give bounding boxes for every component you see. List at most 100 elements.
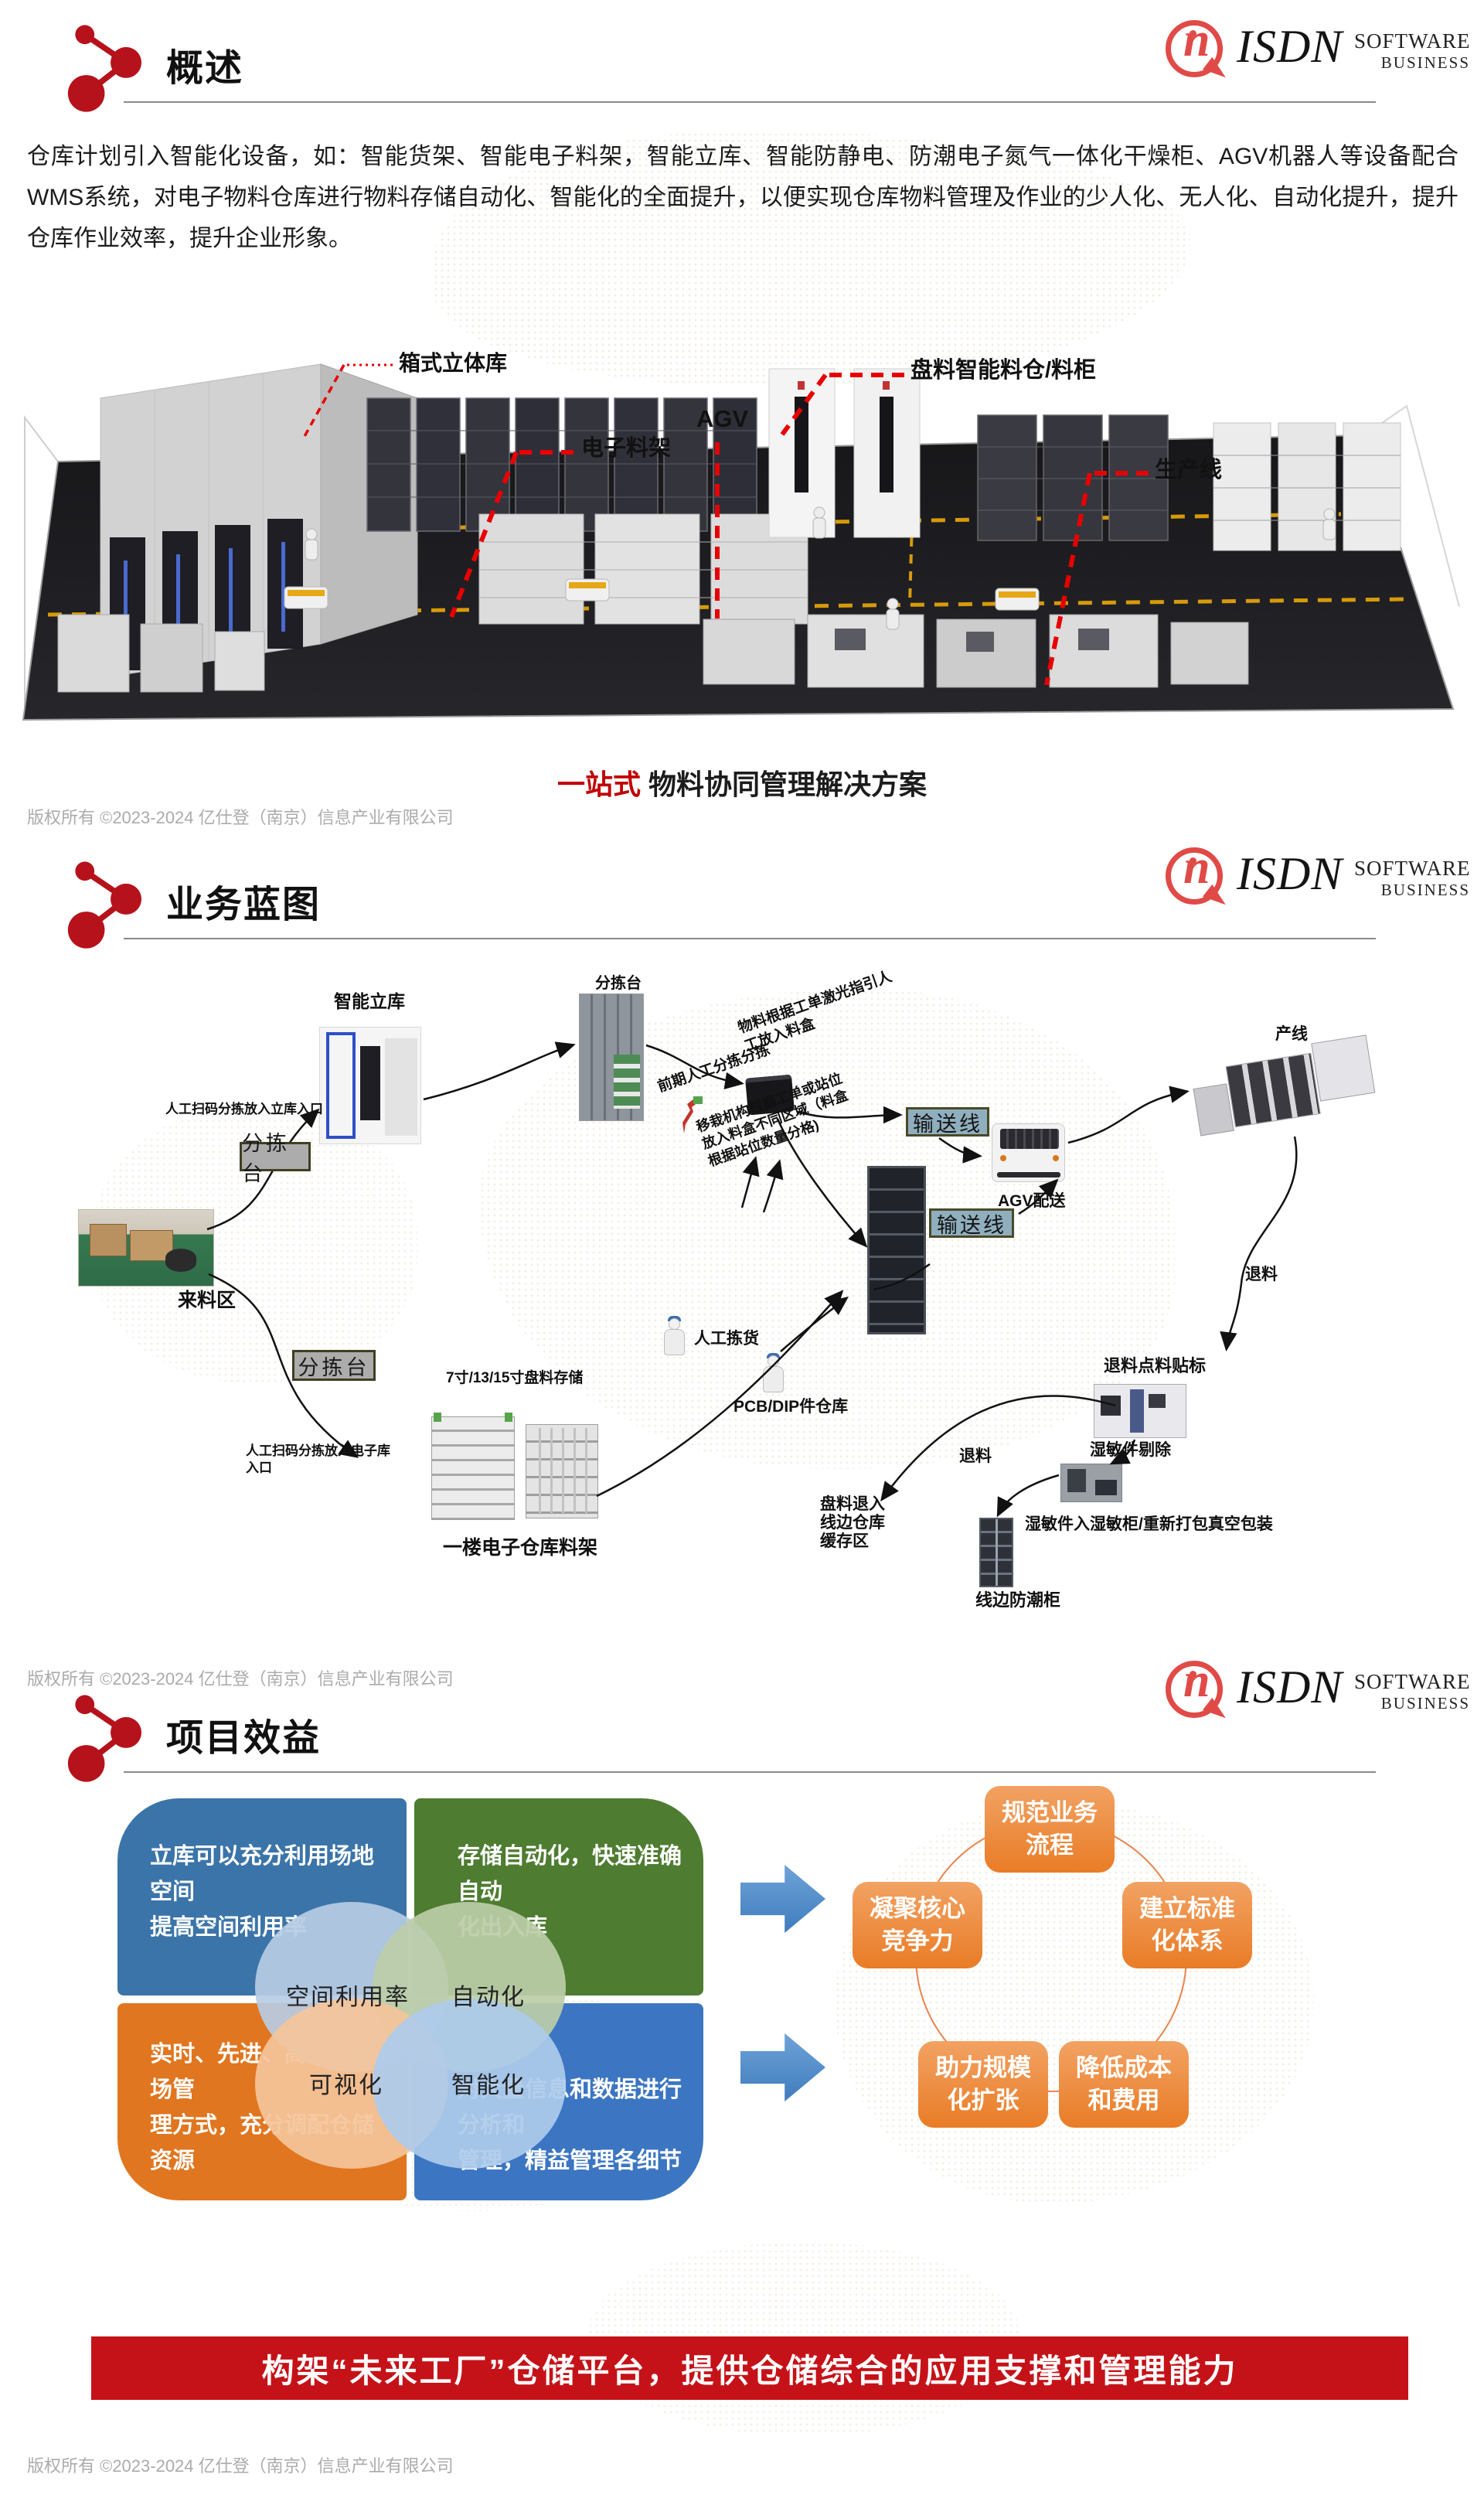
moisture-cabinet-image: [979, 1518, 1013, 1587]
blueprint-flow-arrows: [206, 1041, 1298, 1518]
machine-block: [1067, 1469, 1086, 1492]
copyright-line: 版权所有 ©2023-2024 亿仕登（南京）信息产业有限公司: [27, 1669, 454, 1689]
copyright-line: 版权所有 ©2023-2024 亿仕登（南京）信息产业有限公司: [27, 808, 454, 827]
section-marker-icon: [67, 861, 142, 949]
copyright-line: 版权所有 ©2023-2024 亿仕登（南京）信息产业有限公司: [27, 2456, 454, 2476]
tag-automation: 自动化: [451, 1985, 526, 2010]
sorting-station-box: 分拣台: [240, 1132, 311, 1185]
worker-figure: [760, 1353, 788, 1399]
caption-rest: 物料协同管理解决方案: [641, 769, 928, 800]
floor-rack-image: [526, 1424, 598, 1518]
caption-onestop: 一站式: [556, 769, 641, 800]
tag-space-rate: 空间利用率: [286, 1985, 410, 2010]
xray-counter-image: [1094, 1384, 1186, 1438]
overview-paragraph: 仓库计划引入智能化设备，如：智能货架、智能电子料架，智能立库、智能防静电、防潮电…: [27, 144, 1458, 251]
agv-dot: [1053, 1155, 1059, 1161]
label-manual-pick: 人工拣货: [694, 1330, 759, 1348]
agv-bumper: [997, 1172, 1060, 1178]
cycle-standardize-process: 规范业务 流程: [985, 1786, 1115, 1873]
lift-slot: [360, 1046, 380, 1120]
section3-title: 项目效益: [166, 1718, 322, 1759]
cycle-scale-expansion: 助力规模 化扩张: [918, 2041, 1048, 2128]
worker-figure: [661, 1316, 689, 1362]
benefit-quadrant-diagram: 立库可以充分利用场地空间 提高空间利用率 存储自动化，快速准确自动 化出入库 实…: [117, 1798, 703, 2200]
rack-cap: [505, 1413, 512, 1422]
crate: [165, 1249, 196, 1272]
isdn-logo-icon: n: [1166, 1655, 1230, 1725]
label-scan-lift: 人工扫码分拣放入立库入口: [165, 1102, 323, 1116]
header-rule: [124, 938, 1376, 939]
floor-rack-image: [431, 1413, 515, 1520]
warehouse-isometric-scene: [22, 363, 1460, 721]
quadrant-space: 立库可以充分利用场地空间 提高空间利用率: [117, 1798, 407, 1995]
machine-block: [1095, 1480, 1117, 1495]
label-tray-storage: 7寸/13/15寸盘料存储: [446, 1370, 584, 1386]
callout-tray-cabinet: 盘料智能料仓/料柜: [910, 358, 1097, 383]
section-marker-icon: [67, 25, 142, 112]
label-production-line: 产线: [1275, 1025, 1308, 1043]
label-smart-lift: 智能立库: [334, 991, 405, 1011]
label-incoming: 来料区: [178, 1290, 237, 1311]
callout-production-line: 生产线: [1155, 458, 1223, 482]
xray-column: [1130, 1389, 1144, 1433]
label-return: 退料: [959, 1447, 992, 1465]
brand-name: ISDN: [1237, 21, 1343, 72]
lift-side: [385, 1038, 417, 1136]
bottom-banner: 构架“未来工厂”仓储平台，提供仓储综合的应用支撑和管理能力: [91, 2336, 1408, 2400]
agv-dot: [1000, 1155, 1006, 1161]
incoming-area-photo: [78, 1209, 214, 1287]
repack-machine-image: [1060, 1464, 1122, 1502]
cabinet-divider: [996, 1519, 998, 1586]
label-scan-elib: 人工扫码分拣放入电子库 入口: [246, 1443, 390, 1476]
callout-box-warehouse: 箱式立体库: [399, 351, 508, 375]
cycle-cost-reduction: 降低成本 和费用: [1059, 2041, 1189, 2128]
label-msd-remove: 湿敏件剔除: [1090, 1441, 1171, 1459]
green-bins: [614, 1055, 640, 1109]
label-tray-return-buffer: 盘料退入 线边仓库 缓存区: [820, 1495, 885, 1551]
robot-arm-image: [676, 1096, 703, 1133]
petal-intelligence: [373, 1999, 566, 2169]
isdn-logo-icon: n: [1166, 841, 1230, 912]
brand-business: BUSINESS: [1380, 53, 1470, 72]
crate: [90, 1224, 127, 1256]
label-msd-cabinet: 湿敏件入湿敏柜/重新打包真空包装: [1025, 1515, 1273, 1533]
agv-deck: [1000, 1129, 1059, 1149]
xray-panel: [1101, 1396, 1121, 1416]
agv-robot-image: [992, 1123, 1065, 1182]
label-floor-rack: 一楼电子仓库料架: [443, 1537, 598, 1559]
sorting-rack-photo: [579, 993, 644, 1121]
rack-cap: [434, 1413, 441, 1422]
cycle-standard-system: 建立标准 化体系: [1122, 1882, 1252, 1968]
conveyor-box: 输送线: [906, 1107, 989, 1137]
transition-arrow: [740, 1865, 825, 1933]
transition-arrow: [740, 2033, 825, 2101]
tag-intelligence: 智能化: [451, 2073, 526, 2098]
section2-title: 业务蓝图: [166, 884, 322, 925]
smart-lift-warehouse-image: [319, 1027, 421, 1144]
conveyor-box: 输送线: [929, 1208, 1014, 1238]
reel-texture: [529, 1428, 596, 1513]
callout-e-rack: 电子料架: [581, 436, 672, 461]
tag-visualization: 可视化: [309, 2073, 383, 2098]
section-marker-icon: [67, 1695, 142, 1782]
brand-software: SOFTWARE: [1354, 29, 1471, 53]
label-agv-delivery: AGV配送: [998, 1192, 1066, 1210]
label-return: 退料: [1245, 1266, 1278, 1283]
sorting-station-box: 分拣台: [292, 1350, 376, 1381]
header-rule: [124, 1771, 1376, 1773]
callout-agv: AGV: [696, 405, 749, 432]
solution-caption: 一站式 物料协同管理解决方案: [0, 762, 1484, 803]
header-rule: [124, 101, 1376, 103]
callout-lines: [301, 363, 1149, 686]
label-moisture-cabinet: 线边防潮柜: [975, 1590, 1061, 1610]
label-sorting-title: 分拣台: [595, 975, 642, 992]
label-pcb-dip: PCB/DIP件仓库: [733, 1398, 849, 1416]
cycle-core-competence: 凝聚核心 竞争力: [853, 1882, 982, 1968]
isdn-logo-icon: n: [1166, 14, 1230, 84]
label-return-tag: 退料点料贴标: [1104, 1356, 1207, 1375]
section1-title: 概述: [166, 48, 244, 89]
